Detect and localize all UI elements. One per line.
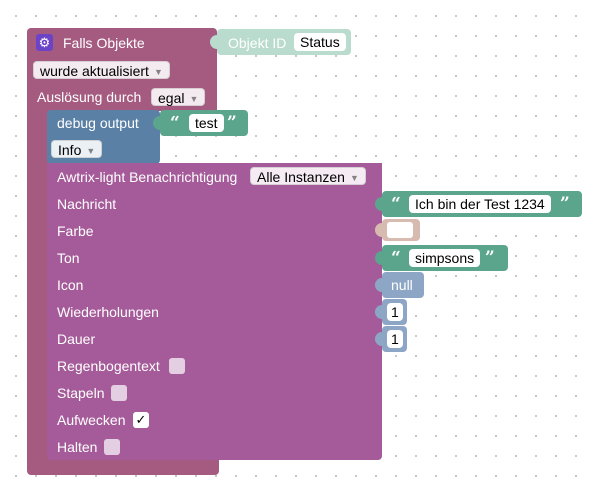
object-id-connector (210, 35, 218, 49)
quote-open-icon: “ (391, 194, 401, 214)
message-label: Nachricht (57, 196, 117, 212)
rainbow-checkbox[interactable] (169, 358, 185, 374)
trigger-block-title: Falls Objekte (63, 35, 145, 51)
hold-checkbox[interactable] (104, 439, 120, 455)
awtrix-block-title: Awtrix-light Benachrichtigung (57, 169, 238, 185)
duration-label: Dauer (57, 331, 96, 347)
quote-open-icon: “ (391, 248, 401, 268)
quote-close-icon: ” (485, 248, 495, 268)
chevron-down-icon: ▼ (349, 173, 359, 184)
object-id-value[interactable]: Status (294, 33, 346, 51)
color-connector (375, 223, 383, 237)
stack-label: Stapeln (57, 385, 105, 401)
icon-connector (375, 278, 383, 292)
repeat-connector (375, 305, 383, 319)
wakeup-label: Aufwecken (57, 412, 126, 428)
duration-input[interactable]: 1 (387, 330, 403, 348)
debug-text-connector (153, 116, 161, 130)
event-dropdown[interactable]: wurde aktualisiert ▼ (33, 61, 170, 79)
awtrix-block-body[interactable] (47, 190, 382, 460)
quote-close-icon: ” (560, 194, 570, 214)
trigger-label: Auslösung durch (37, 89, 142, 105)
rainbow-label: Regenbogentext (57, 358, 160, 374)
chevron-down-icon: ▼ (86, 146, 96, 157)
icon-value[interactable]: null (391, 277, 413, 293)
sound-input[interactable]: simpsons (409, 249, 481, 267)
stack-checkbox[interactable] (111, 385, 127, 401)
gear-icon[interactable]: ⚙ (36, 34, 53, 51)
debug-block-title: debug output (57, 115, 139, 131)
chevron-down-icon: ▼ (189, 94, 199, 105)
sound-connector (375, 251, 383, 265)
hold-label: Halten (57, 439, 98, 455)
debug-level-value: Info (58, 142, 82, 158)
trigger-dropdown[interactable]: egal ▼ (151, 88, 206, 106)
icon-value-block[interactable] (382, 272, 424, 298)
trigger-block-spine[interactable] (27, 100, 48, 470)
message-connector (375, 197, 383, 211)
object-id-label: Objekt ID (228, 35, 287, 51)
chevron-down-icon: ▼ (153, 67, 163, 78)
wakeup-checkbox[interactable]: ✓ (133, 412, 149, 428)
debug-text-value[interactable]: test (189, 114, 224, 132)
duration-connector (375, 332, 383, 346)
message-input[interactable]: Ich bin der Test 1234 (409, 195, 551, 213)
event-dropdown-value: wurde aktualisiert (40, 63, 149, 79)
instance-dropdown-value: Alle Instanzen (257, 169, 345, 185)
quote-open-icon: “ (170, 113, 180, 133)
trigger-block-footer[interactable] (27, 459, 219, 475)
debug-level-dropdown[interactable]: Info ▼ (51, 140, 103, 158)
color-label: Farbe (57, 223, 94, 239)
repeat-label: Wiederholungen (57, 304, 159, 320)
repeat-input[interactable]: 1 (387, 303, 403, 321)
sound-label: Ton (57, 250, 80, 266)
trigger-dropdown-value: egal (158, 90, 185, 106)
icon-label: Icon (57, 277, 84, 293)
quote-close-icon: ” (227, 113, 237, 133)
color-swatch[interactable] (387, 222, 413, 238)
instance-dropdown[interactable]: Alle Instanzen ▼ (250, 167, 366, 185)
